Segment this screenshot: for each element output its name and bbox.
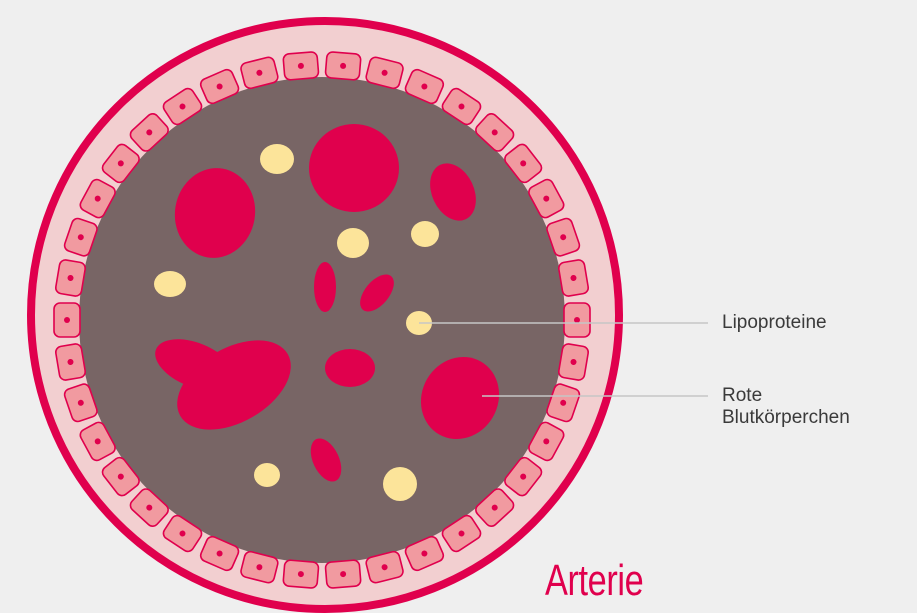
diagram-title: Arterie [545, 552, 643, 610]
red-blood-cell [314, 262, 336, 312]
red-blood-cell [325, 349, 375, 387]
endothelial-cell [325, 52, 361, 81]
red-blood-cell [309, 124, 399, 212]
cell-nucleus [64, 317, 70, 323]
endothelial-cell [325, 560, 361, 589]
lipoprotein [260, 144, 294, 174]
lipoprotein [411, 221, 439, 247]
label-red-blood-cells: Rote Blutkörperchen [722, 385, 850, 429]
lipoprotein [154, 271, 186, 297]
endothelial-cell [54, 303, 80, 337]
lipoprotein [254, 463, 280, 487]
endothelial-cell [564, 303, 590, 337]
endothelial-cell [55, 343, 86, 381]
cell-nucleus [574, 317, 580, 323]
lipoprotein [383, 467, 417, 501]
lipoprotein [337, 228, 369, 258]
endothelial-cell [558, 259, 589, 297]
endothelial-cell [283, 52, 319, 81]
endothelial-cell [55, 259, 86, 297]
endothelial-cell [558, 343, 589, 381]
label-lipoproteins-text: Lipoproteine [722, 312, 827, 333]
endothelial-cell [283, 560, 319, 589]
label-red-blood-cells-line2: Blutkörperchen [722, 407, 850, 429]
label-lipoproteins: Lipoproteine [722, 312, 827, 334]
label-red-blood-cells-line1: Rote [722, 385, 850, 407]
